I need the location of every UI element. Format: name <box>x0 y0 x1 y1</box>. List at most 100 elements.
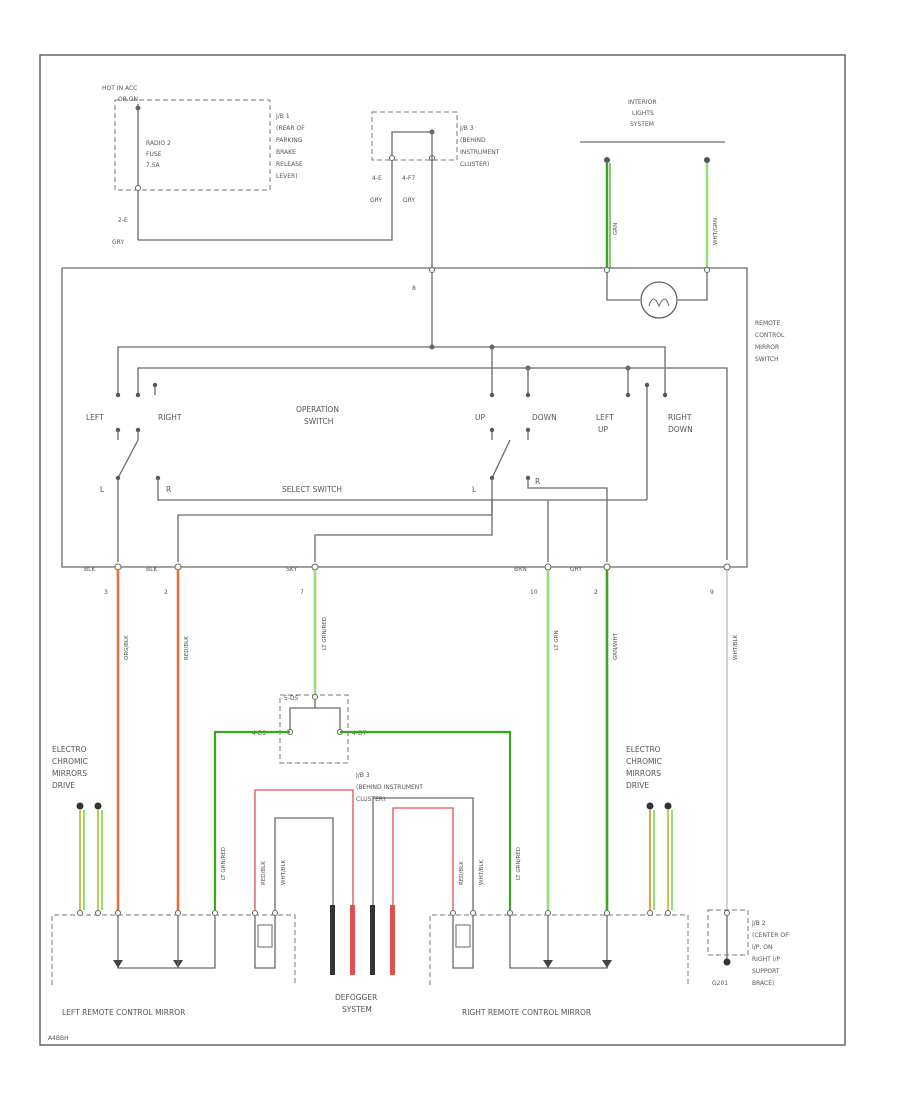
wire-wht-blk-label-3: WHT/BLK <box>479 859 485 885</box>
jb2-label-6: BRACE) <box>752 980 774 987</box>
ec-right-label-2: CHROMIC <box>626 757 662 766</box>
pin-2-label: 2 <box>164 589 168 596</box>
pin-4d2-label: 4-D2 <box>252 730 267 737</box>
jb3-top-label-3: INSTRUMENT <box>460 149 500 156</box>
jb2-label-2: (CENTER OF <box>752 932 789 939</box>
pin-10-label: 10 <box>530 589 538 596</box>
wire-gry-label-2: GRY <box>370 197 382 204</box>
wire-wht-blk-label-1: WHT/BLK <box>733 634 739 660</box>
ec-right-label-1: ELECTRO <box>626 745 661 754</box>
jb2-label-1: J/B 2 <box>751 920 766 927</box>
select-r2-label: R <box>535 477 540 486</box>
remote-switch-label-1: REMOTE <box>755 320 781 327</box>
remote-switch-label-2: CONTROL <box>755 332 785 339</box>
pin-7-label: 7 <box>300 589 304 596</box>
remote-switch-label-4: SWITCH <box>755 356 779 363</box>
wire-wht-grn-label: WHT/GRN <box>713 218 719 245</box>
conn-brn-label: BRN <box>514 566 527 573</box>
switch-right-down-label-2: DOWN <box>668 425 693 434</box>
pin-3-label: 3 <box>104 589 108 596</box>
wire-grn-wht-label-1: GRN/WHT <box>613 632 619 660</box>
jb3-top-label-1: J/B 3 <box>459 125 474 132</box>
interior-label-1: INTERIOR <box>628 99 657 106</box>
ec-left-label-2: CHROMIC <box>52 757 88 766</box>
jb2-label-5: SUPPORT <box>752 968 780 975</box>
pin-2e-label: 2-E <box>118 217 128 224</box>
wire-gry-label-3: GRY <box>403 197 415 204</box>
jb1-dashed-box <box>114 99 271 191</box>
select-switch-label: SELECT SWITCH <box>282 485 342 494</box>
conn-sky-label: SKY <box>286 566 298 573</box>
wire-lt-grn-red-label-2: LT GRN/RED <box>221 847 227 880</box>
wire-lt-grn-red-label-3: LT GRN/RED <box>516 847 522 880</box>
left-mirror-label: LEFT REMOTE CONTROL MIRROR <box>62 1008 185 1017</box>
wire-red-blk-label-3: RED/BLK <box>459 861 465 885</box>
jb2-label-3: I/P, ON <box>752 944 772 951</box>
wire-lt-grn-label-1: LT GRN <box>554 630 560 650</box>
defogger-label-1: DEFOGGER <box>335 993 377 1002</box>
pin-4f7-label: 4-F7 <box>402 175 415 182</box>
jb2-label-4: RIGHT I/P <box>752 956 780 963</box>
wire-red-blk-label-1: RED/BLK <box>184 636 190 660</box>
radio2-fuse-label: RADIO 2 <box>146 140 171 147</box>
operation-switch-label-2: SWITCH <box>304 417 333 426</box>
pin-5d-label: 5-D5 <box>284 695 299 702</box>
switch-right-label: RIGHT <box>158 413 182 422</box>
interior-label-2: LIGHTS <box>632 110 654 117</box>
fuse-amp-label: 7.5A <box>146 162 161 169</box>
jb3-lower-label-2: (BEHIND INSTRUMENT <box>356 784 423 791</box>
switch-down-label: DOWN <box>532 413 557 422</box>
jb3-top-dashed-box <box>371 111 458 161</box>
select-l-label: L <box>100 485 105 494</box>
wire-lt-grn-red-label-1: LT GRN/RED <box>322 617 328 650</box>
ec-right-label-3: MIRRORS <box>626 769 661 778</box>
ec-left-label-3: MIRRORS <box>52 769 87 778</box>
select-l2-label: L <box>472 485 477 494</box>
wire-red-blk-label-2: RED/BLK <box>261 861 267 885</box>
select-r-label: R <box>166 485 171 494</box>
jb3-lower-label-3: CLUSTER) <box>356 796 385 803</box>
jb3-lower-label-1: J/B 3 <box>355 772 370 779</box>
conn-blk-label-1: BLK <box>84 566 96 573</box>
switch-right-down-label-1: RIGHT <box>668 413 692 422</box>
wire-grn-label: GRN <box>613 223 619 235</box>
pin-4e-label: 4-E <box>372 175 382 182</box>
fuse-word-label: FUSE <box>146 151 162 158</box>
footer-code: A4BBH <box>48 1035 69 1042</box>
jb3-top-label-4: CLUSTER) <box>460 161 489 168</box>
conn-blk-label-2: BLK <box>146 566 158 573</box>
pin-2b-label: 2 <box>594 589 598 596</box>
switch-left-up-label-1: LEFT <box>596 413 614 422</box>
jb2-dashed-box <box>707 909 749 956</box>
ground-g201-label: G201 <box>712 980 728 987</box>
pin-8-label: 8 <box>412 285 416 292</box>
ec-left-label-4: DRIVE <box>52 781 75 790</box>
switch-left-label: LEFT <box>86 413 104 422</box>
jb1-label-3: PARKING <box>276 137 303 144</box>
wire-gry-label-1: GRY <box>112 239 124 246</box>
hot-in-acc-label: HOT IN ACC <box>102 85 137 92</box>
remote-switch-label-3: MIRROR <box>755 344 779 351</box>
defogger-label-2: SYSTEM <box>342 1005 372 1014</box>
diagram-border <box>39 54 846 1046</box>
pin-9-label: 9 <box>710 589 714 596</box>
jb1-label-2: (REAR OF <box>276 125 305 132</box>
switch-up-label: UP <box>475 413 485 422</box>
interior-label-3: SYSTEM <box>630 121 654 128</box>
jb1-label-5: RELEASE <box>276 161 303 168</box>
jb1-label-4: BRAKE <box>276 149 296 156</box>
ec-left-label-1: ELECTRO <box>52 745 87 754</box>
or-on-label: OR ON <box>118 96 138 103</box>
jb3-top-label-2: (BEHIND <box>460 137 486 144</box>
wire-wht-blk-label-2: WHT/BLK <box>281 859 287 885</box>
wire-org-blk-label-1: ORG/BLK <box>124 635 130 660</box>
pin-4d7-label: 4-D7 <box>352 730 367 737</box>
ec-right-label-4: DRIVE <box>626 781 649 790</box>
operation-switch-label-1: OPERATION <box>296 405 339 414</box>
jb1-label-1: J/B 1 <box>275 113 290 120</box>
switch-left-up-label-2: UP <box>598 425 608 434</box>
jb1-label-6: LEVER) <box>276 173 298 180</box>
right-mirror-label: RIGHT REMOTE CONTROL MIRROR <box>462 1008 591 1017</box>
illumination-bulb <box>640 281 678 319</box>
